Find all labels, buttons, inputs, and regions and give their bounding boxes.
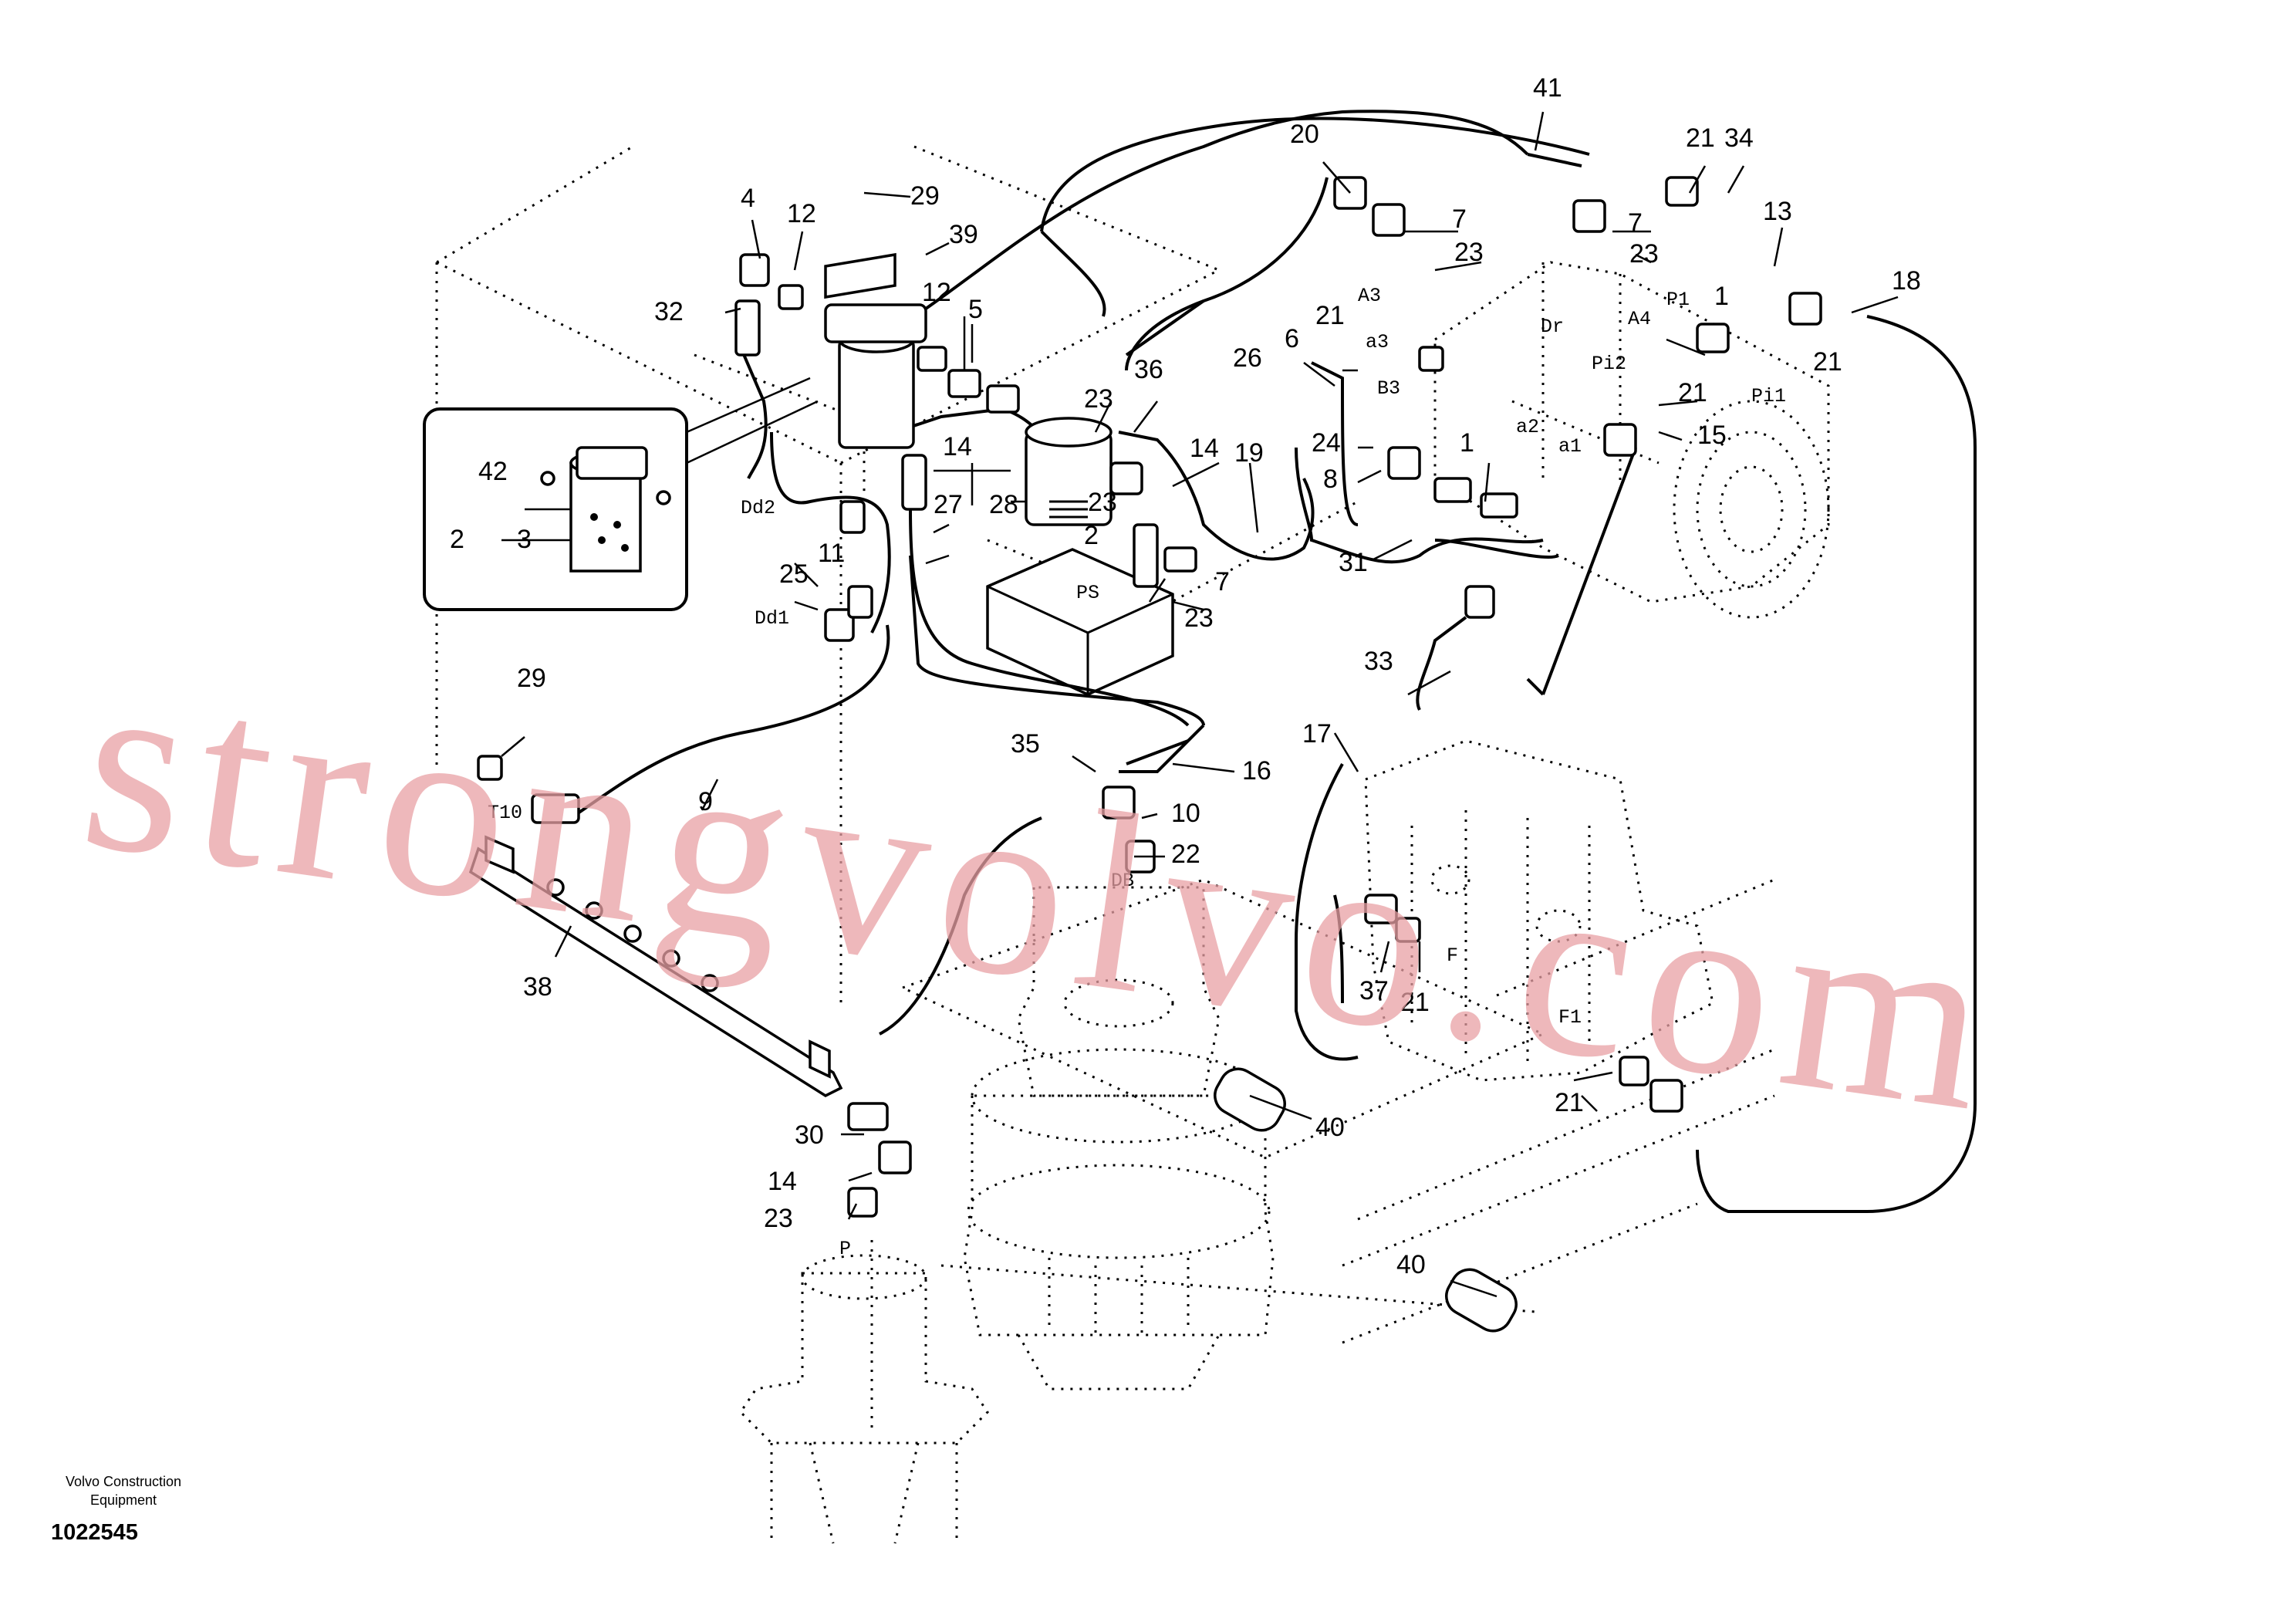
callout-25: 25 (779, 559, 809, 589)
port-Dr: Dr (1541, 316, 1564, 338)
manufacturer-line-2: Equipment (89, 1492, 157, 1508)
callout-11: 11 (818, 539, 845, 568)
callout-7c: 7 (1215, 567, 1230, 596)
callout-21c: 21 (1315, 301, 1345, 330)
callout-27: 2 (450, 525, 464, 554)
callout-23: 23 (1454, 238, 1484, 267)
callout-26: 26 (1233, 343, 1262, 373)
callout-23b: 23 (1629, 239, 1659, 269)
callout-29b: 29 (517, 664, 546, 693)
callout-8: 8 (1323, 465, 1338, 494)
callout-20: 20 (1290, 120, 1319, 149)
callout-21d: 21 (1678, 378, 1707, 407)
watermark: strongvolvo.com (69, 619, 2016, 1166)
callout-15: 15 (1697, 421, 1727, 450)
port-F: F (1447, 944, 1458, 967)
callout-labels: 41 20 21 34 13 18 4 12 29 39 32 12 5 7 2… (450, 73, 1921, 1279)
callout-18: 18 (1892, 266, 1921, 296)
port-B3: B3 (1377, 377, 1400, 400)
callout-3: 28 (989, 490, 1018, 519)
hose-lines (569, 110, 1977, 1213)
callout-35: 35 (1011, 729, 1040, 759)
port-DB: DB (1111, 870, 1134, 892)
callout-9: 37 (1359, 976, 1389, 1005)
callout-22: 22 (1171, 840, 1200, 869)
callout-14b: 14 (943, 432, 972, 461)
return-manifold (468, 835, 843, 1098)
port-labels: A3 Dr P1 A4 Pi2 Pi1 a3 B3 a2 a1 Dd2 Dd1 … (488, 285, 1786, 1260)
callout-16: 16 (1242, 756, 1271, 786)
callout-12: 12 (787, 199, 816, 228)
ps-block (986, 548, 1174, 696)
callout-leaders (501, 111, 1899, 1298)
callout-23d: 23 (1088, 488, 1117, 517)
callout-21e: 21 (1400, 988, 1430, 1017)
callout-21b: 21 (1813, 347, 1842, 377)
callout-33: 33 (1364, 647, 1393, 676)
callout-38: 38 (523, 972, 552, 1002)
callout-21f: 21 (1555, 1088, 1584, 1117)
callout-31: 31 (1339, 548, 1368, 577)
callout-40b: 40 (1396, 1250, 1426, 1279)
callout-10: 10 (1171, 799, 1200, 828)
swivel-joint (739, 1254, 989, 1544)
callout-19: 19 (1234, 438, 1264, 468)
port-P: P (839, 1238, 851, 1260)
callout-6: 6 (1285, 324, 1299, 353)
callout-32: 32 (654, 297, 684, 326)
port-a2: a2 (1516, 416, 1539, 438)
callout-17: 17 (1302, 719, 1332, 748)
port-F1: F1 (1558, 1006, 1582, 1029)
callout-28: 3 (517, 525, 532, 554)
callout-1b: 1 (1460, 428, 1474, 458)
callout-30: 30 (795, 1120, 824, 1150)
drawing-number: 1022545 (51, 1520, 138, 1545)
footer: Volvo Construction Equipment 1022545 (31, 1472, 216, 1546)
port-Pi2: Pi2 (1592, 353, 1626, 375)
callout-23c: 23 (1084, 384, 1113, 414)
port-Pi1: Pi1 (1751, 385, 1786, 407)
callout-36: 36 (1134, 355, 1163, 384)
housing-outlines (435, 145, 1775, 1428)
callout-12b: 12 (922, 278, 951, 307)
port-Dd1: Dd1 (755, 607, 789, 630)
line-filter (824, 252, 927, 449)
callout-41: 41 (1533, 73, 1562, 103)
callout-14: 14 (1190, 434, 1219, 463)
port-T10: T10 (488, 802, 522, 824)
callout-40: 40 (1315, 1113, 1345, 1142)
filter-detail-inset (423, 377, 819, 611)
callout-24: 24 (1312, 428, 1341, 458)
callout-14c: 14 (768, 1167, 797, 1196)
port-a1: a1 (1558, 435, 1582, 458)
callout-23f: 23 (764, 1204, 793, 1233)
callout-5: 5 (968, 295, 983, 324)
callout-39: 39 (949, 220, 978, 249)
callout-7b: 7 (1628, 208, 1643, 238)
port-PS: PS (1076, 582, 1099, 604)
hydraulic-pump (1433, 261, 1830, 619)
callout-42: 42 (478, 457, 508, 486)
port-a3: a3 (1366, 331, 1389, 353)
callout-34: 34 (1724, 123, 1754, 153)
fittings (477, 176, 1822, 1333)
manufacturer-line-1: Volvo Construction (65, 1474, 182, 1489)
port-Dd2: Dd2 (741, 497, 775, 519)
callout-37: 9 (698, 787, 713, 816)
callout-13: 13 (1763, 197, 1792, 226)
callout-23e: 23 (1184, 603, 1214, 633)
callout-27b: 2 (1084, 521, 1099, 550)
port-A3: A3 (1358, 285, 1381, 307)
main-control-valve (1364, 739, 1714, 1082)
callout-4: 4 (741, 184, 755, 213)
callout-7: 7 (1452, 204, 1467, 234)
port-A4: A4 (1628, 308, 1651, 330)
callout-1: 1 (1714, 282, 1729, 311)
callout-29: 29 (910, 181, 940, 211)
callout-21: 21 (1686, 123, 1715, 153)
port-P1: P1 (1666, 289, 1690, 311)
callout-2: 27 (934, 490, 963, 519)
